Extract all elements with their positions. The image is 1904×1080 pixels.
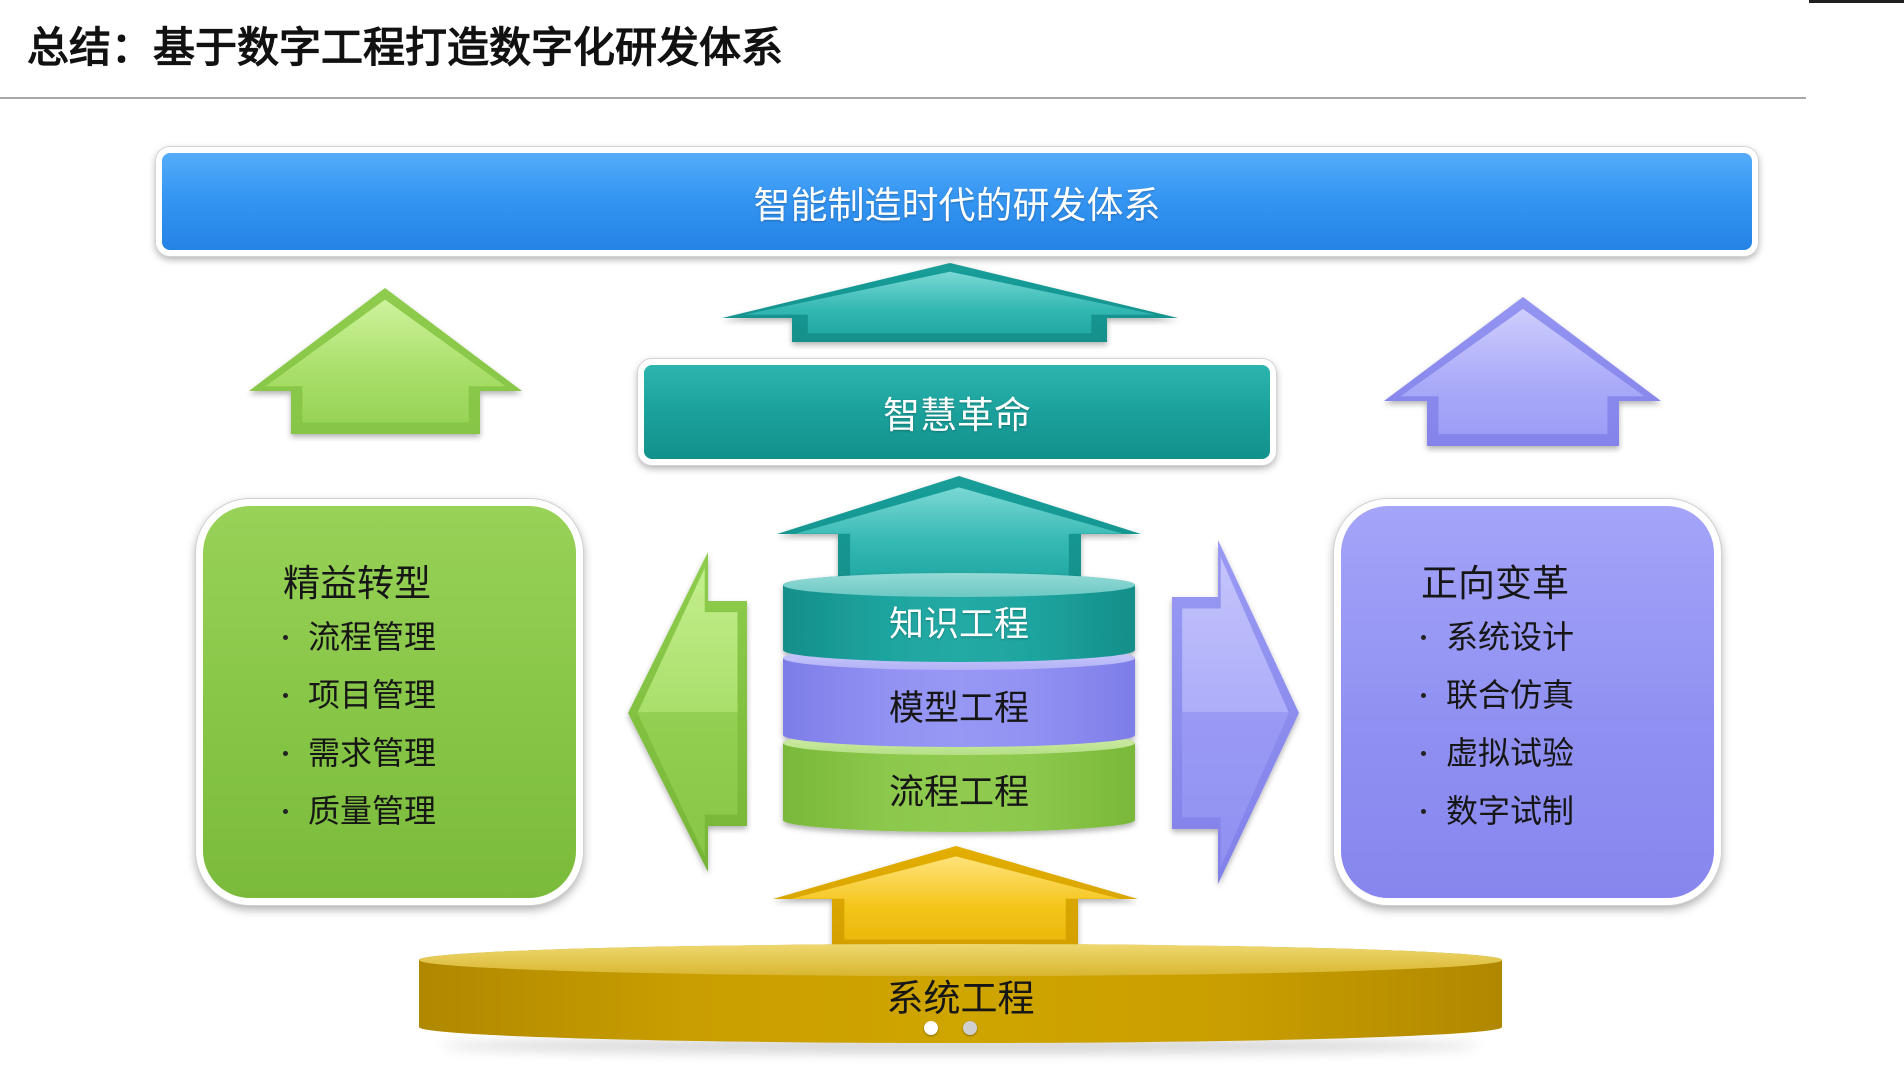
top-banner: 智能制造时代的研发体系	[156, 147, 1758, 256]
bullet-dot-icon	[1421, 751, 1426, 756]
purple-up-arrow	[1384, 297, 1661, 446]
process-engineering-label: 流程工程	[888, 773, 1029, 812]
green-left-arrow-face	[637, 568, 738, 856]
foundation-disk	[419, 943, 1502, 1044]
list-item: 需求管理	[203, 724, 576, 782]
foundation-disk-top	[419, 944, 1502, 976]
green-up-arrow	[249, 288, 522, 434]
smart-revolution-banner: 智慧革命	[638, 359, 1276, 465]
knowledge-engineering-label: 知识工程	[888, 605, 1029, 644]
bullet-dot-icon	[283, 635, 288, 640]
title-divider	[0, 97, 1806, 99]
list-item-label: 流程管理	[308, 619, 437, 655]
bullet-dot-icon	[1421, 693, 1426, 698]
teal-up-arrow-middle-face	[795, 487, 1123, 579]
bullet-dot-icon	[283, 693, 288, 698]
list-item-label: 系统设计	[1446, 619, 1575, 655]
bullet-dot-icon	[1421, 635, 1426, 640]
engineering-stack	[783, 573, 1135, 832]
purple-right-arrow-face	[1182, 557, 1289, 867]
panel-heading: 正向变革	[1421, 563, 1569, 604]
model-engineering-layer	[783, 646, 1135, 747]
list-item-label: 质量管理	[308, 793, 437, 829]
window-edge-bar	[1809, 0, 1904, 3]
bullet-dot-icon	[283, 751, 288, 756]
knowledge-engineering-layer-top	[783, 573, 1135, 597]
purple-up-arrow-face	[1400, 308, 1645, 435]
list-item-label: 联合仿真	[1446, 677, 1575, 713]
list-item: 质量管理	[203, 782, 576, 840]
list-item: 虚拟试验	[1341, 724, 1714, 782]
teal-up-arrow-top-face	[744, 271, 1156, 334]
top-banner-label: 智能制造时代的研发体系	[753, 184, 1161, 226]
list-item-label: 项目管理	[308, 677, 437, 713]
purple-right-arrow	[1172, 540, 1299, 884]
list-item-label: 数字试制	[1446, 793, 1575, 829]
pagination-dot-1[interactable]	[924, 1021, 938, 1035]
panel-list: 流程管理 项目管理 需求管理 质量管理	[203, 608, 576, 840]
list-item: 系统设计	[1341, 608, 1714, 666]
teal-up-arrow-middle	[777, 476, 1141, 590]
systems-engineering-label: 系统工程	[886, 978, 1035, 1019]
green-left-arrow	[628, 552, 747, 872]
yellow-up-arrow	[773, 846, 1138, 950]
slide-title: 总结：基于数字工程打造数字化研发体系	[27, 24, 784, 71]
panel-heading: 精益转型	[283, 563, 431, 604]
smart-revolution-label: 智慧革命	[883, 395, 1031, 436]
list-item: 项目管理	[203, 666, 576, 724]
list-item: 流程管理	[203, 608, 576, 666]
yellow-up-arrow-face	[791, 856, 1120, 940]
teal-up-arrow-top	[722, 263, 1178, 342]
foundation-disk-shadow	[440, 1039, 1480, 1053]
bullet-dot-icon	[1421, 809, 1426, 814]
green-up-arrow-face	[265, 299, 506, 423]
pagination-dot-2[interactable]	[963, 1021, 977, 1035]
model-engineering-label: 模型工程	[888, 689, 1029, 728]
forward-transformation-panel: 正向变革 系统设计 联合仿真 虚拟试验 数字试制	[1334, 499, 1721, 905]
list-item: 联合仿真	[1341, 666, 1714, 724]
process-engineering-layer	[783, 731, 1135, 832]
lean-transformation-panel: 精益转型 流程管理 项目管理 需求管理 质量管理	[196, 499, 583, 905]
list-item-label: 需求管理	[308, 735, 437, 771]
bullet-dot-icon	[283, 809, 288, 814]
panel-list: 系统设计 联合仿真 虚拟试验 数字试制	[1341, 608, 1714, 840]
list-item: 数字试制	[1341, 782, 1714, 840]
list-item-label: 虚拟试验	[1446, 735, 1575, 771]
